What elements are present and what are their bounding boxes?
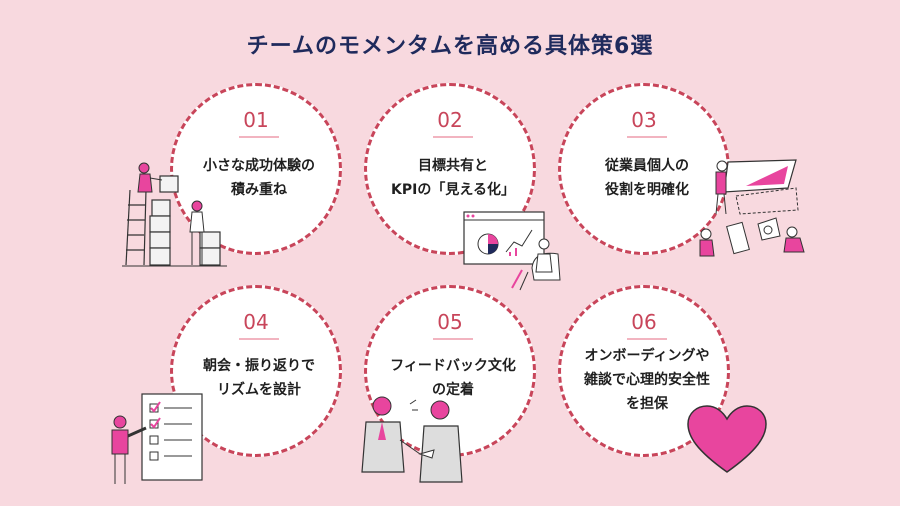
number-underline (239, 338, 279, 340)
circle-number: 06 (631, 310, 657, 334)
circle-label-line-2: リズムを設計 (217, 382, 301, 398)
circle-label-line-2: 役割を明確化 (605, 182, 689, 198)
circle-label-line-2: KPIの「見える化」 (391, 182, 515, 198)
circle-label-line-1: 小さな成功体験の (203, 158, 315, 174)
box-stacking-illustration (122, 162, 227, 267)
circle-label-line-1: フィードバック文化 (390, 358, 516, 374)
circle-number: 04 (243, 310, 269, 334)
number-underline (627, 136, 667, 138)
circle-number: 01 (243, 108, 269, 132)
circle-label-line-2: の定着 (432, 382, 474, 398)
heart-icon (687, 405, 767, 473)
circle-number: 03 (631, 108, 657, 132)
circle-number: 02 (437, 108, 463, 132)
feedback-conversation-illustration (361, 396, 463, 483)
circle-label-line-1: 従業員個人の (605, 158, 689, 174)
circle-label-line-2: 積み重ね (231, 182, 287, 198)
circle-label-line-3: を担保 (626, 396, 668, 412)
checklist-illustration (111, 393, 203, 484)
circle-label-line-1: 朝会・振り返りで (203, 358, 315, 374)
number-underline (433, 338, 473, 340)
circle-number: 05 (437, 310, 463, 334)
page-title: チームのモメンタムを高める具体策6選 (246, 34, 654, 59)
number-underline (433, 136, 473, 138)
circle-label-line-2: 雑談で心理的安全性 (584, 372, 710, 388)
role-puzzle-illustration (699, 159, 805, 257)
strategy-circle-03: 03 従業員個人の 役割を明確化 (558, 83, 730, 255)
number-underline (239, 136, 279, 138)
circle-label-line-1: オンボーディングや (584, 348, 710, 364)
kpi-dashboard-illustration (463, 211, 561, 291)
circle-label-line-1: 目標共有と (418, 158, 488, 174)
number-underline (627, 338, 667, 340)
